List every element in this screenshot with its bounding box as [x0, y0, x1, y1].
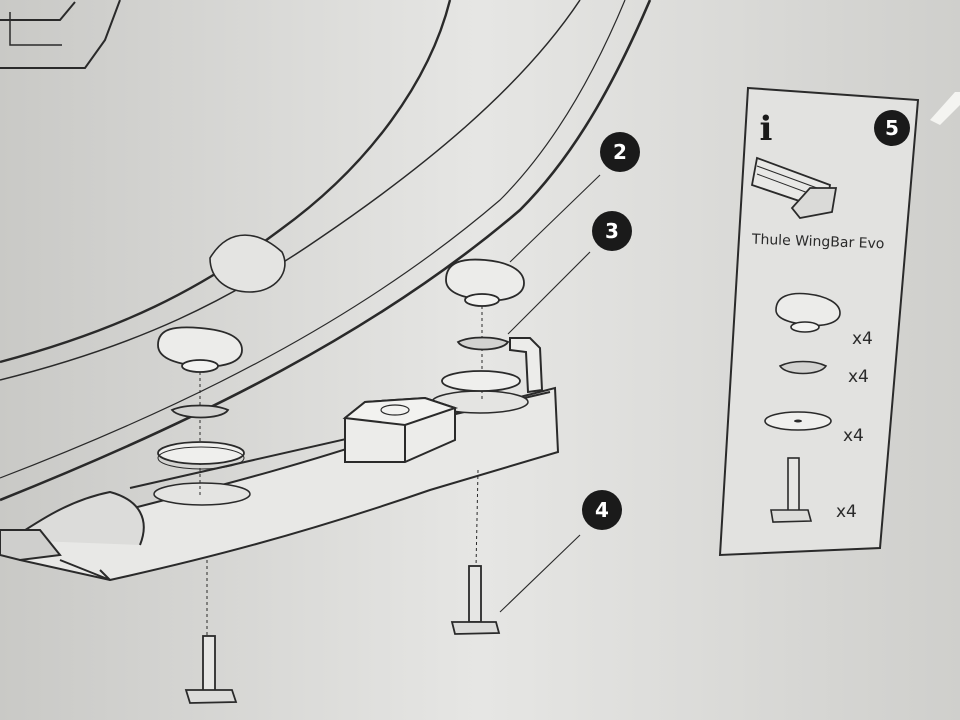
right-hardware-stack — [441, 258, 525, 635]
rubber-pad-icon — [441, 370, 521, 392]
step-callout-3-label: 3 — [605, 219, 619, 243]
product-name: Thule WingBar Evo — [751, 232, 885, 253]
step-callout-4: 4 — [582, 490, 622, 530]
washer-icon — [170, 404, 230, 419]
parts-knob-row — [775, 292, 841, 333]
step-callout-4-label: 4 — [595, 498, 609, 522]
panel-step-badge — [874, 110, 910, 146]
t-bolt-icon — [770, 457, 813, 523]
washer-icon — [778, 360, 828, 375]
step-callout-2-label: 2 — [613, 140, 627, 164]
t-bolt-quantity: x4 — [836, 502, 857, 522]
step-callout-3: 3 — [592, 211, 632, 251]
knob-icon — [775, 292, 841, 327]
knob-quantity: x4 — [852, 329, 873, 349]
washer-quantity: x4 — [848, 367, 869, 387]
callout-leaders — [499, 174, 601, 613]
knob-icon — [157, 326, 243, 368]
left-hardware-stack — [157, 326, 245, 704]
panel-step-number: 5 — [885, 116, 899, 140]
center-block — [342, 396, 459, 463]
t-bolt-icon — [450, 565, 501, 635]
rubber-pad-quantity: x4 — [843, 426, 864, 446]
washer-icon — [456, 336, 510, 351]
roof-rail — [0, 0, 652, 502]
wingbar-icon — [750, 156, 838, 219]
car-roof-outline — [0, 0, 121, 69]
step-callout-2: 2 — [600, 132, 640, 172]
rubber-pad-icon — [157, 441, 245, 465]
parts-info-panel: i 5 Thule WingBar Evo x4 x4 x4 x4 — [718, 86, 920, 557]
knob-base — [181, 359, 219, 373]
t-bolt-icon — [184, 635, 238, 704]
screen-glare — [930, 92, 960, 125]
bracket-arm — [509, 337, 544, 394]
info-icon: i — [760, 109, 773, 149]
